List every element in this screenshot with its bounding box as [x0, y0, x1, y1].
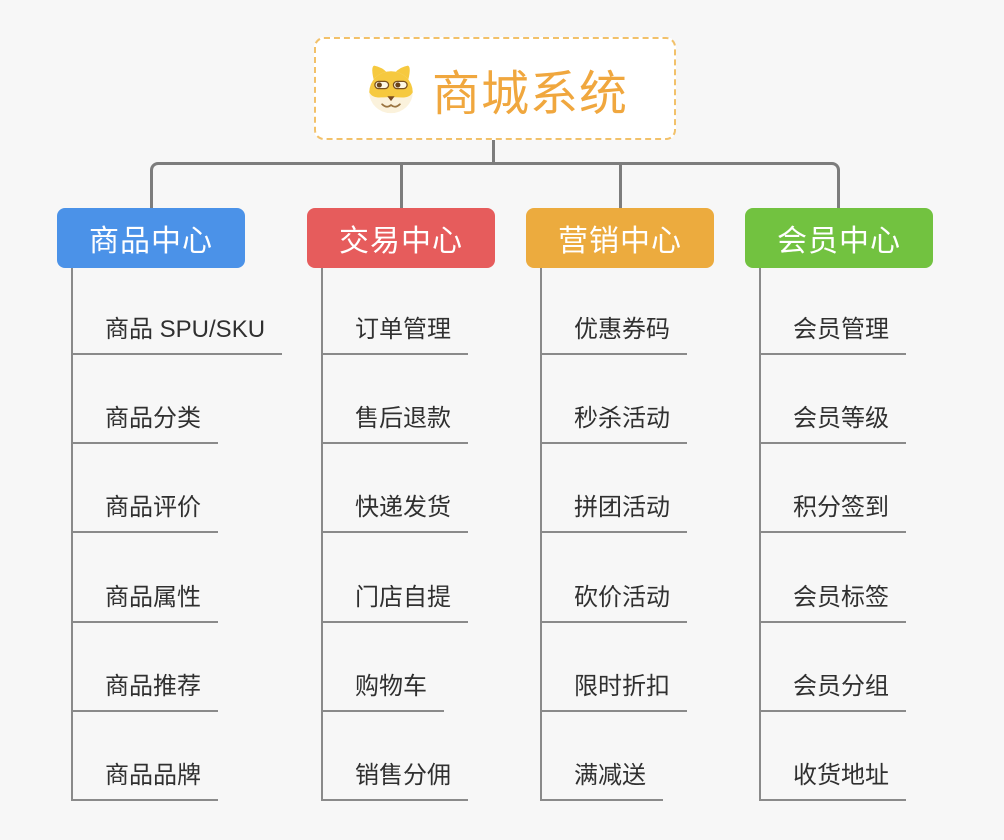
branch-node-product-center[interactable]: 商品中心: [57, 208, 245, 268]
connector-root-stub: [492, 140, 495, 164]
leaf-item[interactable]: 商品分类: [71, 398, 218, 444]
branch-label: 会员中心: [777, 225, 901, 258]
leaf-item[interactable]: 商品 SPU/SKU: [71, 309, 283, 355]
root-title: 商城系统: [431, 67, 628, 121]
leaf-item[interactable]: 会员标签: [759, 577, 906, 623]
connector-trunk-member-center: [759, 268, 761, 801]
shiba-dog-icon: [362, 60, 420, 118]
leaf-item[interactable]: 秒杀活动: [540, 398, 687, 444]
connector-bus: [150, 162, 840, 208]
connector-trunk-marketing-center: [540, 268, 542, 801]
leaf-item[interactable]: 商品品牌: [71, 755, 218, 801]
leaf-item[interactable]: 订单管理: [321, 309, 468, 355]
leaf-item[interactable]: 拼团活动: [540, 487, 687, 533]
branch-node-marketing-center[interactable]: 营销中心: [526, 208, 714, 268]
leaf-item[interactable]: 满减送: [540, 755, 663, 801]
leaf-item[interactable]: 售后退款: [321, 398, 468, 444]
leaf-item[interactable]: 商品推荐: [71, 666, 218, 712]
leaf-item[interactable]: 会员分组: [759, 666, 906, 712]
leaf-item[interactable]: 优惠券码: [540, 309, 687, 355]
connector-drop-trade-center: [399, 165, 403, 208]
branch-node-member-center[interactable]: 会员中心: [745, 208, 933, 268]
branch-label: 商品中心: [89, 225, 213, 258]
connector-drop-marketing-center: [618, 165, 622, 208]
connector-trunk-trade-center: [321, 268, 323, 801]
root-node[interactable]: 商城系统: [314, 37, 676, 140]
leaf-item[interactable]: 商品评价: [71, 487, 218, 533]
leaf-item[interactable]: 收货地址: [759, 755, 906, 801]
leaf-item[interactable]: 限时折扣: [540, 666, 687, 712]
leaf-item[interactable]: 快递发货: [321, 487, 468, 533]
leaf-item[interactable]: 门店自提: [321, 577, 468, 623]
leaf-item[interactable]: 商品属性: [71, 577, 218, 623]
branch-label: 营销中心: [558, 225, 682, 258]
leaf-item[interactable]: 销售分佣: [321, 755, 468, 801]
branch-label: 交易中心: [339, 225, 463, 258]
leaf-item[interactable]: 积分签到: [759, 487, 906, 533]
connector-trunk-product-center: [71, 268, 73, 801]
leaf-item[interactable]: 会员管理: [759, 309, 906, 355]
leaf-item[interactable]: 会员等级: [759, 398, 906, 444]
branch-node-trade-center[interactable]: 交易中心: [307, 208, 495, 268]
leaf-item[interactable]: 砍价活动: [540, 577, 687, 623]
leaf-item[interactable]: 购物车: [321, 666, 444, 712]
